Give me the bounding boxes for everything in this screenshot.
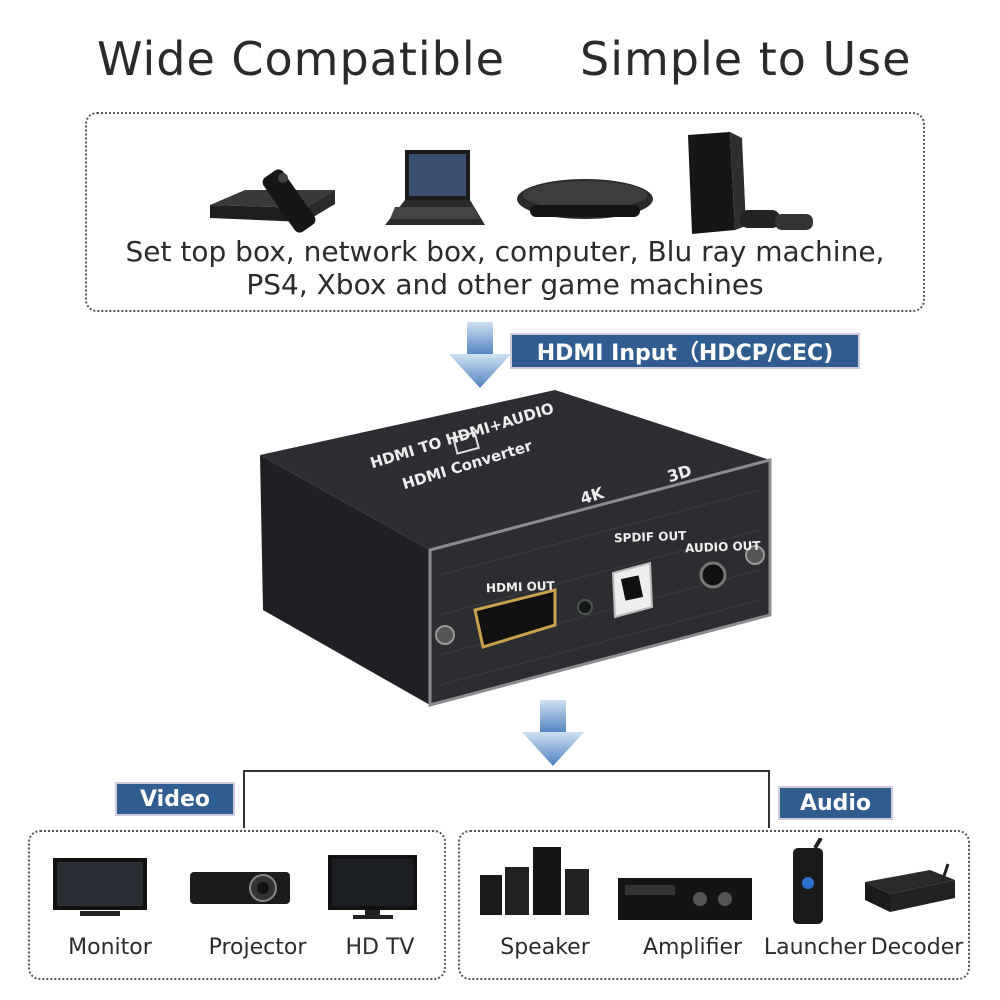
output-label-hd-tv: HD TV (345, 935, 415, 960)
sources-caption-line2: PS4, Xbox and other game machines (246, 268, 764, 301)
port-label-spdif-out: SPDIF OUT (613, 528, 687, 546)
output-label-monitor: Monitor (68, 935, 152, 960)
hdmi-converter-device (260, 390, 772, 707)
video-tag: Video (115, 782, 235, 816)
port-label-audio-out: AUDIO OUT (684, 538, 761, 556)
down-arrow-icon (449, 322, 511, 388)
sources-caption-line1: Set top box, network box, computer, Blu … (125, 235, 885, 268)
branch-connector (243, 770, 770, 772)
projector-image (190, 872, 290, 904)
down-arrow-icon (522, 700, 584, 766)
output-label-decoder: Decoder (870, 935, 964, 960)
audio-outputs-box (458, 830, 970, 980)
laptop-image (385, 150, 485, 225)
branch-connector-left (243, 770, 245, 828)
output-label-amplifier: Amplifier (642, 935, 743, 960)
set-top-box-image (210, 169, 335, 233)
speaker-image (480, 847, 589, 915)
network-box-image (517, 179, 653, 219)
audio-tag: Audio (778, 786, 893, 820)
branch-connector-right (768, 770, 770, 828)
launcher-image (793, 838, 823, 924)
source-devices-box (85, 112, 925, 312)
amplifier-image (618, 878, 752, 920)
port-label-hdmi-out: HDMI OUT (485, 578, 555, 596)
headline-simple-to-use: Simple to Use (580, 32, 912, 86)
video-outputs-box (28, 830, 446, 980)
headline-wide-compatible: Wide Compatible (97, 32, 505, 86)
output-label-projector: Projector (208, 935, 307, 960)
game-console-image (688, 132, 813, 234)
hd-tv-image (328, 855, 417, 919)
decoder-image (865, 863, 955, 912)
output-label-launcher: Launcher (763, 935, 867, 960)
monitor-image (53, 858, 147, 916)
hdmi-input-tag: HDMI Input（HDCP/CEC) (510, 333, 860, 369)
output-label-speaker: Speaker (500, 935, 590, 960)
